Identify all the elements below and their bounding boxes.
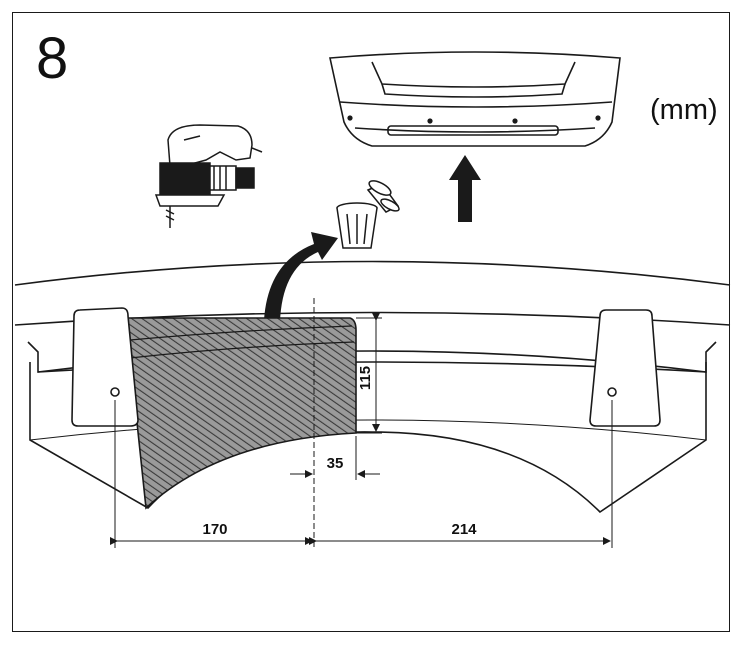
- step-number: 8: [36, 26, 69, 91]
- jigsaw-icon: [154, 124, 263, 228]
- dim-label-height: 115: [357, 366, 374, 390]
- diagram-frame: [12, 12, 730, 632]
- left-bracket: [71, 307, 139, 427]
- unit-label: (mm): [650, 94, 718, 126]
- discard-arrow: [264, 232, 338, 322]
- clip-icon: [366, 180, 400, 213]
- dim-label-right: 214: [451, 521, 477, 538]
- dimension-offset: [290, 436, 380, 480]
- cut-area: [125, 317, 357, 510]
- trash-bin-icon: [336, 202, 378, 249]
- dimension-height: [356, 313, 382, 434]
- dim-label-left: 170: [202, 521, 227, 538]
- up-arrow-icon: [449, 155, 481, 222]
- dimension-horizontal: [110, 400, 613, 548]
- dim-label-offset: 35: [327, 455, 344, 472]
- right-bracket: [589, 309, 661, 427]
- rear-bumper-icon: [329, 51, 621, 147]
